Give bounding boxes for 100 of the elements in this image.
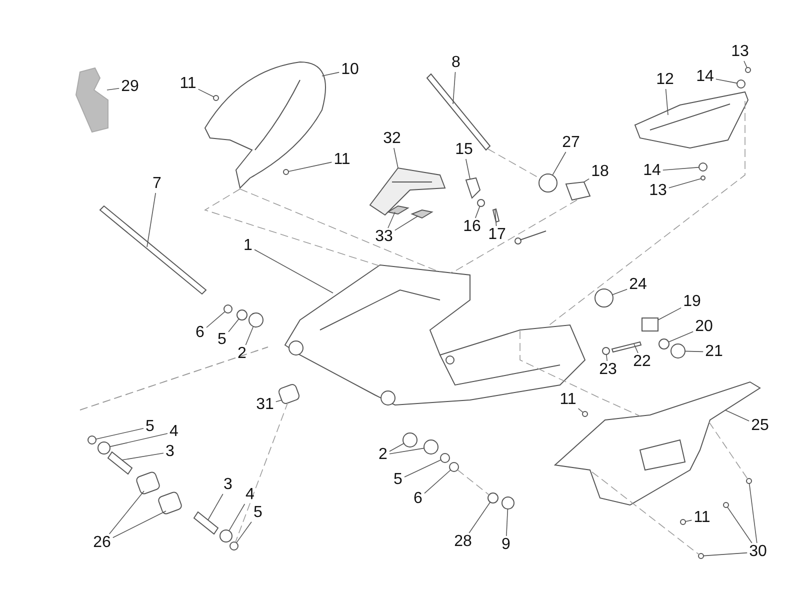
spacer-icon	[157, 490, 183, 516]
bolt-icon	[611, 341, 642, 353]
callout-number: 5	[216, 332, 228, 348]
callout-number: 22	[632, 354, 652, 370]
assembly-line	[204, 188, 380, 266]
cover-drawing	[369, 167, 446, 216]
leader-line	[727, 506, 752, 544]
screw-icon	[745, 67, 751, 73]
pin-icon	[107, 451, 133, 475]
callout-number: 2	[378, 447, 388, 463]
decal-icon	[410, 209, 434, 219]
assembly-line	[708, 422, 748, 480]
screw-icon	[582, 411, 588, 417]
leader-line	[748, 483, 758, 544]
callout-number: 17	[487, 227, 507, 243]
bushing-icon	[594, 288, 614, 308]
leader-line	[228, 318, 240, 332]
screw-icon	[698, 553, 704, 559]
leader-line	[394, 148, 398, 168]
callout-number: 10	[340, 62, 360, 78]
leader-line	[404, 460, 442, 478]
circlip-icon	[230, 542, 238, 550]
callout-number: 6	[194, 325, 206, 341]
callout-number: 21	[704, 344, 724, 360]
callout-number: 15	[454, 142, 474, 158]
leader-line	[634, 344, 638, 354]
leader-line	[612, 288, 628, 296]
callout-number: 11	[558, 392, 578, 408]
leader-line	[206, 311, 226, 328]
callout-number: 19	[682, 294, 702, 310]
washer-icon	[736, 80, 746, 88]
mudguard-drawing	[204, 62, 326, 188]
leader-line	[109, 433, 168, 448]
callout-number: 14	[642, 163, 662, 179]
callout-number: 23	[598, 362, 618, 378]
leader-line	[506, 508, 508, 536]
leader-line	[468, 502, 491, 534]
callout-number: 33	[374, 229, 394, 245]
leader-line	[684, 350, 704, 352]
leader-line	[288, 162, 332, 172]
callout-number: 20	[694, 319, 714, 335]
nut-icon	[670, 344, 686, 358]
leader-line	[685, 520, 692, 522]
leader-line	[584, 178, 590, 182]
leader-line	[394, 216, 418, 231]
callout-number: 31	[255, 397, 275, 413]
bushing-icon	[538, 174, 558, 192]
part-silhouette-drawing	[75, 67, 108, 133]
callout-number: 11	[692, 510, 712, 526]
leader-line	[665, 88, 668, 116]
callout-number: 11	[178, 76, 198, 92]
block-icon	[642, 318, 658, 332]
leader-line	[552, 152, 566, 176]
assembly-line	[235, 402, 288, 543]
leader-line	[606, 354, 608, 362]
leader-line	[389, 448, 424, 454]
washer-icon	[658, 338, 670, 350]
callout-number: 1	[242, 238, 254, 254]
callout-number: 5	[392, 472, 404, 488]
screw-icon	[723, 502, 729, 508]
washer-icon	[698, 162, 708, 172]
callout-number: 5	[144, 419, 156, 435]
leader-line	[245, 326, 254, 346]
leader-line	[112, 510, 166, 538]
leader-line	[389, 443, 404, 452]
assembly-line	[457, 469, 490, 496]
assembly-line	[450, 200, 578, 274]
callout-number: 3	[164, 444, 176, 460]
decal-icon	[386, 205, 410, 215]
assembly-line	[548, 100, 746, 326]
callout-number: 13	[730, 44, 750, 60]
leader-line	[744, 60, 748, 68]
callout-number: 5	[252, 505, 264, 521]
leader-line	[228, 504, 246, 532]
assembly-line	[240, 188, 440, 272]
circlip-icon	[88, 436, 96, 444]
leader-line	[322, 72, 340, 76]
bracket-icon	[465, 177, 481, 199]
leader-line	[122, 452, 164, 460]
leader-line	[668, 331, 694, 342]
leader-line	[452, 72, 456, 104]
circlip-icon	[440, 453, 450, 463]
callout-number: 25	[750, 418, 770, 434]
leader-line	[724, 410, 750, 422]
callout-number: 2	[236, 346, 248, 362]
callout-number: 4	[244, 487, 256, 503]
assembly-line	[520, 330, 640, 416]
screw-icon	[283, 169, 289, 175]
callout-number: 9	[500, 537, 512, 553]
chain-guard-drawing	[634, 91, 749, 149]
leader-line	[494, 208, 497, 226]
leader-line	[276, 400, 282, 402]
leader-line	[146, 192, 156, 248]
callout-number: 4	[168, 424, 180, 440]
washer-icon	[488, 492, 498, 504]
leader-line	[703, 552, 748, 556]
bushing-icon	[402, 432, 418, 448]
callout-number: 6	[412, 491, 424, 507]
washer-icon	[477, 199, 485, 207]
swingarm-drawing	[284, 264, 586, 406]
